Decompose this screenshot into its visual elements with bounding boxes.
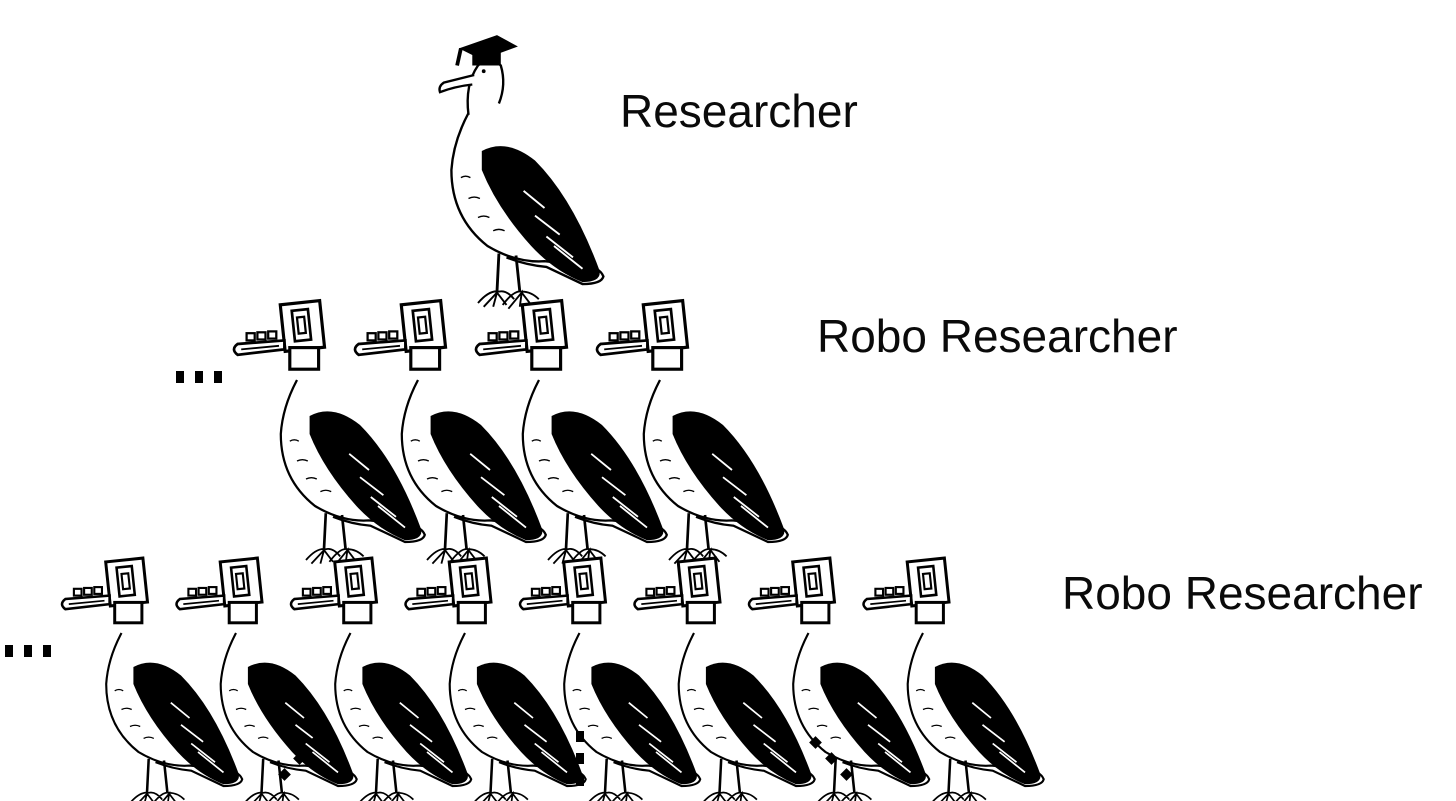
robot-head-icon (404, 556, 493, 625)
robot-head-icon (747, 556, 836, 625)
robot-head-icon (518, 556, 607, 625)
bird-body-icon (449, 111, 605, 311)
label-researcher: Researcher (620, 85, 858, 137)
robot-head-icon (60, 556, 149, 625)
robot-head-icon (862, 556, 951, 625)
bird-body-icon (279, 378, 427, 567)
label-robo-researcher-row1: Robo Researcher (817, 310, 1178, 362)
researcher-bird (437, 33, 605, 311)
robot-head-icon (232, 299, 327, 371)
robot-head-icon (474, 299, 569, 371)
graduation-cap-icon (437, 33, 520, 117)
robot-head-icon (595, 299, 690, 371)
ellipsis-left-row2 (5, 644, 62, 662)
ellipsis-left-row1 (176, 370, 233, 388)
robot-head-icon (353, 299, 448, 371)
robot-head-icon (175, 556, 264, 625)
label-robo-researcher-row2: Robo Researcher (1062, 567, 1423, 619)
robot-head-icon (633, 556, 722, 625)
bird-body-icon (104, 631, 244, 801)
robot-head-icon (289, 556, 378, 625)
